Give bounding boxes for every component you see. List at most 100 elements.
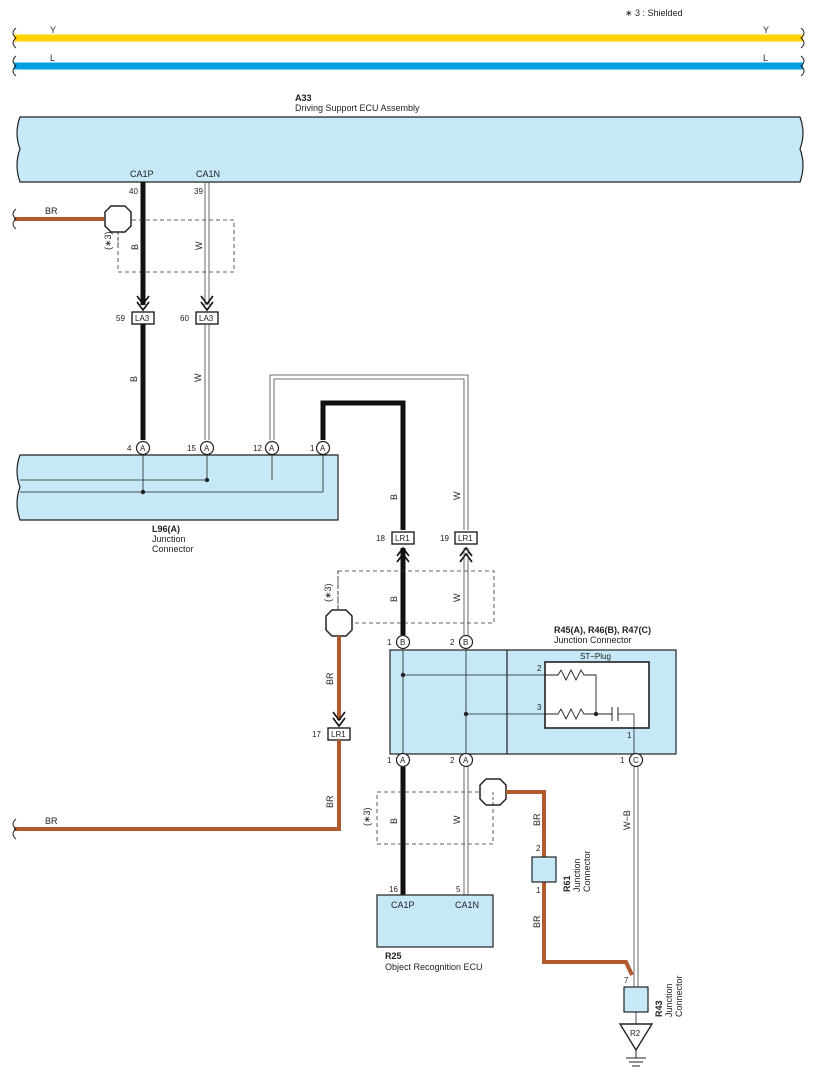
lr1-label-17: LR1 xyxy=(331,730,346,739)
r43-pin-7: 7 xyxy=(624,976,629,985)
shield-label-middle: (∗3) xyxy=(323,583,333,602)
r61-line1: Junction xyxy=(572,858,582,892)
r61-line2: Connector xyxy=(582,850,592,892)
r45-pin-c1-circle xyxy=(628,752,644,768)
r45-component: R45(A), R46(B), R47(C) Junction Connecto… xyxy=(387,625,677,768)
r25-terminal-ca1p: CA1P xyxy=(391,900,415,910)
l96-component: A A A A 4 15 12 1 L96(A) Junction Connec… xyxy=(16,440,339,554)
shield-ground-symbol-middle xyxy=(325,609,353,637)
wire-label-w-loop: W xyxy=(452,491,462,500)
r45-pin-a2: 2 xyxy=(450,756,455,765)
a33-component: A33 Driving Support ECU Assembly CA1P CA… xyxy=(16,93,804,196)
shield-note: ∗ 3 : Shielded xyxy=(625,8,683,18)
a33-terminal-ca1n: CA1N xyxy=(196,169,220,179)
br-break-top xyxy=(12,208,17,230)
ground-triangle xyxy=(618,1023,654,1052)
ground-id: R2 xyxy=(630,1029,641,1038)
l96-letter-4: A xyxy=(140,444,146,453)
bus-break-left-y xyxy=(12,27,17,49)
la3-arrow-w xyxy=(200,295,214,312)
lr1-pin-18: 18 xyxy=(376,534,385,543)
shield-box-bottom xyxy=(376,791,494,845)
wire-br-lr1-left xyxy=(14,740,341,831)
r45-letter-a2: A xyxy=(463,756,469,765)
lr1-connectors-upper: LR1 18 LR1 19 xyxy=(376,531,478,563)
la3-label-59: LA3 xyxy=(135,314,150,323)
l96-pin-4: 4 xyxy=(127,444,132,453)
lr1-label-18: LR1 xyxy=(395,534,410,543)
wire-label-br-r61-bottom: BR xyxy=(532,915,542,928)
l96-node-b xyxy=(204,477,210,483)
r61-id: R61 xyxy=(562,875,572,892)
shield-label-bottom: (∗3) xyxy=(362,807,372,826)
r45-pin-b1: 1 xyxy=(387,638,392,647)
l96-pin-12: 12 xyxy=(253,444,262,453)
r25-id: R25 xyxy=(385,951,402,961)
wire-label-br-middle: BR xyxy=(325,672,335,685)
bus-l-label-right: L xyxy=(763,53,768,63)
a33-body xyxy=(16,116,804,183)
lr1-pin-19: 19 xyxy=(440,534,449,543)
l96-pin-15-circle xyxy=(199,440,215,456)
r45-pin-a1: 1 xyxy=(387,756,392,765)
ground-r2: R2 xyxy=(618,1023,654,1067)
l96-node-a xyxy=(140,489,146,495)
l96-letter-1: A xyxy=(320,444,326,453)
r25-pin-5: 5 xyxy=(456,885,461,894)
l96-pin-1-circle xyxy=(315,440,331,456)
l96-line1: Junction xyxy=(152,534,186,544)
a33-terminal-ca1p: CA1P xyxy=(130,169,154,179)
l96-pin-1: 1 xyxy=(310,444,315,453)
lr1-box-19 xyxy=(454,531,478,545)
wire-br-r61-r43 xyxy=(542,882,634,976)
a33-pin-39: 39 xyxy=(194,187,203,196)
wire-label-w-bottom: W xyxy=(452,815,462,824)
st-plug-label: ST−Plug xyxy=(580,652,611,661)
l96-body xyxy=(16,454,339,521)
st-plug-box xyxy=(544,661,650,729)
r45-letter-a1: A xyxy=(400,756,406,765)
wire-br-shield-r61 xyxy=(506,790,546,857)
la3-pin-59: 59 xyxy=(116,314,125,323)
lr1-pin-17: 17 xyxy=(312,730,321,739)
r45-pin-a1-circle xyxy=(395,752,411,768)
shield-ground-symbol-top xyxy=(104,205,132,233)
la3-pin-60: 60 xyxy=(180,314,189,323)
bus-l-label-left: L xyxy=(50,53,55,63)
r61-pin-1: 1 xyxy=(536,886,541,895)
r25-component: 16 5 CA1P CA1N R25 Object Recognition EC… xyxy=(376,885,494,972)
la3-arrow-b xyxy=(136,295,150,312)
wire-label-br-top: BR xyxy=(45,206,58,216)
wire-w-loop-inner xyxy=(273,378,465,530)
wire-label-b-top: B xyxy=(130,244,140,250)
st-plug-node xyxy=(593,711,599,717)
st-plug-pin-1: 1 xyxy=(627,731,632,740)
shield-label-top: (∗3) xyxy=(103,231,113,250)
r25-terminal-ca1n: CA1N xyxy=(455,900,479,910)
l96-pin-4-circle xyxy=(135,440,151,456)
resistor-upper xyxy=(545,668,597,714)
r43-line1: Junction xyxy=(664,983,674,1017)
l96-letter-15: A xyxy=(204,444,210,453)
r45-letter-b1: B xyxy=(400,638,405,647)
r45-pin-c1: 1 xyxy=(620,756,625,765)
wire-label-b-loop: B xyxy=(389,494,399,500)
l96-pin-15: 15 xyxy=(187,444,196,453)
st-plug-pin-3: 3 xyxy=(537,703,542,712)
r43-component: 7 R43 Junction Connector xyxy=(623,975,684,1024)
la3-label-60: LA3 xyxy=(199,314,214,323)
bus-y-label-right: Y xyxy=(763,25,769,35)
wire-label-w-la3: W xyxy=(193,373,203,382)
wire-label-br-r61-top: BR xyxy=(532,813,542,826)
r25-body xyxy=(376,894,494,948)
wire-label-b-middle: B xyxy=(389,596,399,602)
r45-letter-b2: B xyxy=(463,638,468,647)
r45-pin-a2-circle xyxy=(458,752,474,768)
r45-node-w xyxy=(463,711,469,717)
r43-line2: Connector xyxy=(674,975,684,1017)
bus-y-label-left: Y xyxy=(50,25,56,35)
r45-subtitle: Junction Connector xyxy=(554,635,632,645)
r45-node-b xyxy=(400,672,406,678)
r43-id: R43 xyxy=(654,1000,664,1017)
